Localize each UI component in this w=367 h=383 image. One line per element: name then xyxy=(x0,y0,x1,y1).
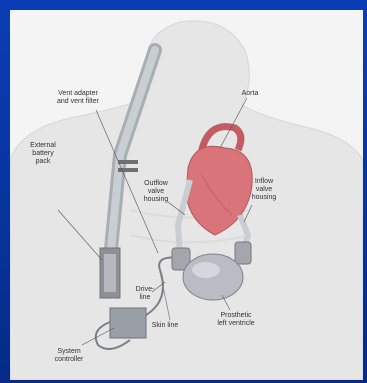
label-aorta: Aorta xyxy=(235,90,265,98)
diagram-illustration xyxy=(10,10,363,380)
label-prosthetic-ventricle: Prosthetic left ventricle xyxy=(208,312,264,328)
label-vent-adapter: Vent adapter and vent filter xyxy=(43,90,113,106)
label-inflow-valve: Inflow valve housing xyxy=(246,178,282,202)
diagram-panel: Vent adapter and vent filter Aorta Exter… xyxy=(10,10,363,380)
label-external-battery: External battery pack xyxy=(23,142,63,166)
controller-box xyxy=(110,308,146,338)
label-system-controller: System controller xyxy=(46,348,92,364)
label-outflow-valve: Outflow valve housing xyxy=(138,180,174,204)
prosthetic-ventricle xyxy=(183,254,243,300)
label-drive-line: Drive- line xyxy=(130,286,160,302)
label-skin-line: Skin line xyxy=(145,322,185,330)
